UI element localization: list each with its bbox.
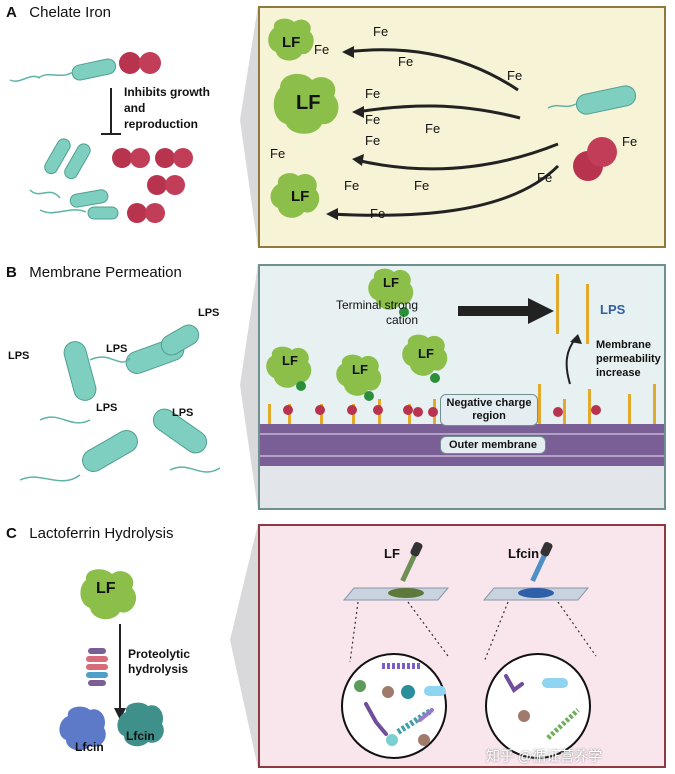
lf-label: LF [352,362,368,377]
fe-label: Fe [365,133,381,148]
negative-charge-region-label: Negative charge region [440,394,538,426]
lf-label: LF [282,34,301,51]
lps-label: LPS [8,350,30,362]
lps-label: LPS [198,307,220,319]
section-letter: B [6,264,17,281]
lfcin-label: Lfcin [75,740,104,754]
panel-c [258,524,666,768]
cocci-pair [119,52,161,74]
section-title: Lactoferrin Hydrolysis [29,525,174,542]
fe-label: Fe [622,134,638,149]
fe-label: Fe [270,146,286,161]
fe-label: Fe [398,54,414,69]
panel-c-left-illustration [59,569,164,751]
lf-dropper-label: LF [384,546,400,561]
fe-label: Fe [365,86,381,101]
fe-label: Fe [537,170,553,185]
section-title: Membrane Permeation [29,264,182,281]
section-b-header: B Membrane Permeation [6,264,182,282]
fe-label: Fe [414,178,430,193]
lf-label: LF [418,346,434,361]
fe-label: Fe [314,42,330,57]
lps-label: LPS [106,343,128,355]
watermark: 知乎 @循证营养学 [486,748,603,764]
lf-label: LF [96,580,116,597]
panel-c-content [341,541,597,759]
fe-label: Fe [370,206,386,221]
panel-a-content [268,18,637,220]
lf-label: LF [383,275,399,290]
rod-bacterium [9,58,117,82]
terminal-cation-label: Terminal strong cation [335,298,418,327]
lf-label: LF [296,92,321,114]
lf-label: LF [291,188,310,205]
hydrolysis-label: Proteolytic hydrolysis [128,647,191,676]
outer-membrane-label: Outer membrane [440,436,546,454]
fe-label: Fe [507,68,523,83]
lps-label: LPS [96,402,118,414]
section-letter: C [6,525,17,542]
section-a-header: A Chelate Iron [6,4,111,22]
fe-label: Fe [373,24,389,39]
lfcin-label: Lfcin [126,729,155,743]
section-c-header: C Lactoferrin Hydrolysis [6,525,174,543]
fe-label: Fe [425,121,441,136]
section-letter: A [6,4,17,21]
panel-a-left-illustration [9,52,193,223]
membrane-permeability-label: Membrane permeability increase [596,339,661,379]
lf-label: LF [282,353,298,368]
inhibit-label: Inhibits growth and reproduction [124,85,210,131]
section-title: Chelate Iron [29,4,112,21]
lps-label: LPS [172,407,194,419]
fe-label: Fe [365,112,381,127]
fe-label: Fe [344,178,360,193]
panel-b-left-illustration [19,324,221,482]
lps-label: LPS [600,302,626,317]
lfcin-dropper-label: Lfcin [508,546,540,561]
